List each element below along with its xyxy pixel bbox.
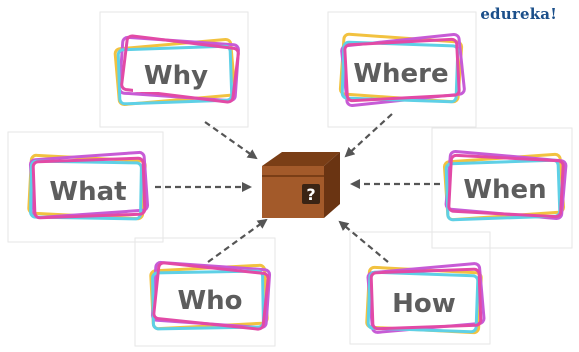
arrow-who <box>207 218 268 263</box>
background-panels <box>7 11 573 347</box>
mystery-box-icon: ? <box>262 152 340 218</box>
card-label-what: What <box>49 177 126 207</box>
arrow-where <box>344 113 393 158</box>
arrow-why <box>204 121 258 160</box>
card-where: Where <box>338 32 466 108</box>
card-label-when: When <box>463 175 546 205</box>
card-label-how: How <box>392 289 456 319</box>
card-label-who: Who <box>177 286 242 316</box>
box-question-mark: ? <box>306 185 315 204</box>
card-why: Why <box>113 34 240 107</box>
arrows <box>155 113 440 263</box>
brand-logo: edureka! <box>480 5 557 23</box>
card-label-why: Why <box>144 61 208 91</box>
card-who: Who <box>149 260 272 331</box>
card-label-where: Where <box>353 59 448 89</box>
card-how: How <box>365 262 486 335</box>
card-what: What <box>27 150 150 221</box>
arrow-how <box>338 220 389 263</box>
card-when: When <box>442 149 568 222</box>
